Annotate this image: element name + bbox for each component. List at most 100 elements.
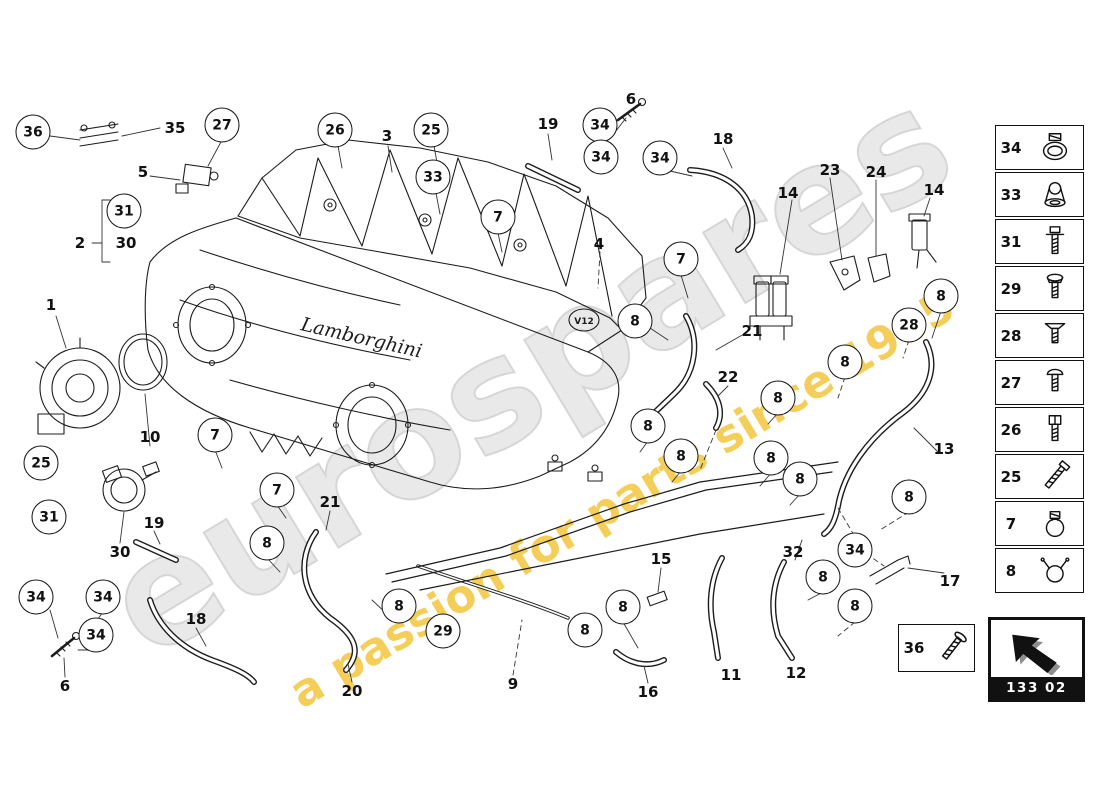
callout-34[interactable]: 34 xyxy=(18,579,54,615)
engine-cover xyxy=(237,139,647,353)
callout-8[interactable]: 8 xyxy=(630,408,666,444)
diagram-nav-box[interactable]: 133 02 xyxy=(988,617,1085,702)
callout-33[interactable]: 33 xyxy=(415,159,451,195)
legend-item-25[interactable]: 25 xyxy=(995,454,1084,499)
callout-26[interactable]: 26 xyxy=(317,112,353,148)
callout-34[interactable]: 34 xyxy=(642,140,678,176)
callout-17[interactable]: 17 xyxy=(939,572,961,590)
cover-badge: V12 xyxy=(574,317,594,327)
callout-6[interactable]: 6 xyxy=(625,90,637,108)
callout-19[interactable]: 19 xyxy=(143,514,165,532)
grommet-icon xyxy=(1026,176,1083,214)
cover-script: Lamborghini xyxy=(298,313,424,362)
callout-35[interactable]: 35 xyxy=(164,119,186,137)
legend-item-28[interactable]: 28 xyxy=(995,313,1084,358)
callout-8[interactable]: 8 xyxy=(827,344,863,380)
callout-8[interactable]: 8 xyxy=(567,612,603,648)
callout-34[interactable]: 34 xyxy=(78,617,114,653)
legend-item-26[interactable]: 26 xyxy=(995,407,1084,452)
callout-7[interactable]: 7 xyxy=(480,199,516,235)
callout-25[interactable]: 25 xyxy=(413,112,449,148)
callout-3[interactable]: 3 xyxy=(381,127,393,145)
solenoid-valves xyxy=(749,213,937,341)
callout-30[interactable]: 30 xyxy=(115,234,137,252)
callout-14[interactable]: 14 xyxy=(923,181,945,199)
legend-number: 7 xyxy=(1005,514,1017,533)
callout-14[interactable]: 14 xyxy=(777,184,799,202)
callout-30[interactable]: 30 xyxy=(109,543,131,561)
callout-4[interactable]: 4 xyxy=(593,235,605,253)
callout-7[interactable]: 7 xyxy=(259,472,295,508)
callout-18[interactable]: 18 xyxy=(185,610,207,628)
callout-7[interactable]: 7 xyxy=(197,417,233,453)
torx-screw-icon xyxy=(1026,270,1083,308)
legend-item-31[interactable]: 31 xyxy=(995,219,1084,264)
callout-34[interactable]: 34 xyxy=(85,579,121,615)
flange-bolt-icon xyxy=(1026,223,1083,261)
hex-bolt-icon xyxy=(1026,458,1083,496)
callout-12[interactable]: 12 xyxy=(785,664,807,682)
callout-8[interactable]: 8 xyxy=(381,588,417,624)
callout-34[interactable]: 34 xyxy=(582,107,618,143)
callout-8[interactable]: 8 xyxy=(923,278,959,314)
legend-number: 8 xyxy=(1005,561,1017,580)
callout-13[interactable]: 13 xyxy=(933,440,955,458)
callout-8[interactable]: 8 xyxy=(249,525,285,561)
legend-item-27[interactable]: 27 xyxy=(995,360,1084,405)
callout-5[interactable]: 5 xyxy=(137,163,149,181)
callout-22[interactable]: 22 xyxy=(717,368,739,386)
flat-screw-icon xyxy=(1026,317,1083,355)
socket-bolt-icon xyxy=(1026,411,1083,449)
callout-7[interactable]: 7 xyxy=(663,241,699,277)
sensor-5 xyxy=(175,163,219,194)
callout-31[interactable]: 31 xyxy=(106,193,142,229)
callout-21[interactable]: 21 xyxy=(741,322,763,340)
legend-item-29[interactable]: 29 xyxy=(995,266,1084,311)
callout-20[interactable]: 20 xyxy=(341,682,363,700)
callout-9[interactable]: 9 xyxy=(507,675,519,693)
callout-27[interactable]: 27 xyxy=(204,107,240,143)
legend-item-7[interactable]: 7 xyxy=(995,501,1084,546)
callout-8[interactable]: 8 xyxy=(663,438,699,474)
callout-23[interactable]: 23 xyxy=(819,161,841,179)
callout-8[interactable]: 8 xyxy=(753,440,789,476)
callout-29[interactable]: 29 xyxy=(425,613,461,649)
callout-6[interactable]: 6 xyxy=(59,677,71,695)
callout-15[interactable]: 15 xyxy=(650,550,672,568)
callout-31[interactable]: 31 xyxy=(31,499,67,535)
callout-8[interactable]: 8 xyxy=(891,479,927,515)
callout-25[interactable]: 25 xyxy=(23,445,59,481)
callout-8[interactable]: 8 xyxy=(760,380,796,416)
legend-number: 26 xyxy=(1000,420,1022,439)
callout-21[interactable]: 21 xyxy=(319,493,341,511)
callout-28[interactable]: 28 xyxy=(891,307,927,343)
callout-34[interactable]: 34 xyxy=(837,532,873,568)
callout-18[interactable]: 18 xyxy=(712,130,734,148)
legend-item-36[interactable]: 36 xyxy=(898,624,975,672)
callout-8[interactable]: 8 xyxy=(805,559,841,595)
callout-10[interactable]: 10 xyxy=(139,428,161,446)
back-arrow-icon[interactable] xyxy=(991,620,1082,677)
callout-8[interactable]: 8 xyxy=(837,588,873,624)
legend-number: 33 xyxy=(1000,185,1022,204)
legend-item-34[interactable]: 34 xyxy=(995,125,1084,170)
callout-8[interactable]: 8 xyxy=(617,303,653,339)
callout-19[interactable]: 19 xyxy=(537,115,559,133)
callout-8[interactable]: 8 xyxy=(782,461,818,497)
callout-11[interactable]: 11 xyxy=(720,666,742,684)
legend-number: 28 xyxy=(1000,326,1022,345)
callout-8[interactable]: 8 xyxy=(605,589,641,625)
callout-2[interactable]: 2 xyxy=(74,234,86,252)
hose-clamp-icon xyxy=(1026,129,1083,167)
callout-34[interactable]: 34 xyxy=(583,139,619,175)
callout-16[interactable]: 16 xyxy=(637,683,659,701)
legend-item-8[interactable]: 8 xyxy=(995,548,1084,593)
legend-item-33[interactable]: 33 xyxy=(995,172,1084,217)
callout-1[interactable]: 1 xyxy=(45,296,57,314)
callout-24[interactable]: 24 xyxy=(865,163,887,181)
pan-screw-icon xyxy=(1026,364,1083,402)
callout-36[interactable]: 36 xyxy=(15,114,51,150)
callout-32[interactable]: 32 xyxy=(782,543,804,561)
